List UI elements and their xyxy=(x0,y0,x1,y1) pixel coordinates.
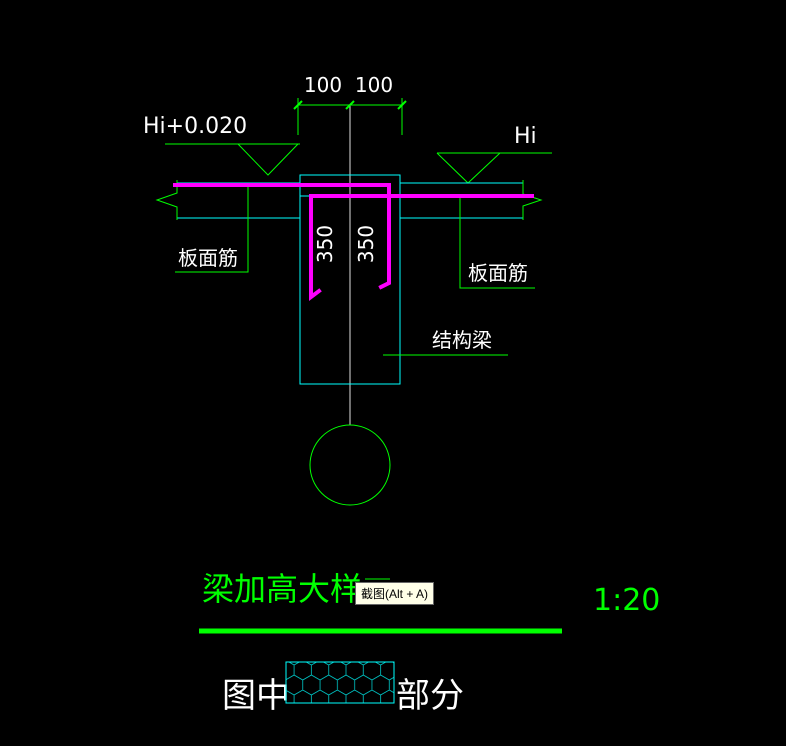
beam-depth-label-right: 350 xyxy=(354,225,378,263)
beam-depth-label-left: 350 xyxy=(313,225,337,263)
slab-rebar-label-right: 板面筋 xyxy=(468,261,528,285)
elevation-mark-right xyxy=(436,152,552,184)
slab-rebar-leader-left xyxy=(175,187,249,273)
dimension-left-text: 100 xyxy=(304,73,342,97)
structural-beam-label: 结构梁 xyxy=(432,328,492,352)
drawing-title: 梁加高大样 xyxy=(202,570,362,608)
axis-bubble xyxy=(309,424,391,506)
legend-hatch-swatch xyxy=(285,661,395,704)
dimension-line xyxy=(293,98,407,135)
slab-rebar-leader-right xyxy=(459,198,535,289)
legend-suffix-text: 部分 xyxy=(396,676,464,716)
legend-prefix-text: 图中 xyxy=(222,676,290,716)
elevation-right-text: Hi xyxy=(514,124,537,149)
slab-right xyxy=(400,180,543,220)
dimension-right-text: 100 xyxy=(355,73,393,97)
rebar xyxy=(173,183,534,301)
screenshot-tooltip: 截图(Alt + A) xyxy=(355,582,435,605)
elevation-left-text: Hi+0.020 xyxy=(143,114,247,139)
drawing-scale: 1:20 xyxy=(593,583,660,618)
slab-rebar-label-left: 板面筋 xyxy=(178,246,238,270)
elevation-mark-left xyxy=(165,143,300,176)
